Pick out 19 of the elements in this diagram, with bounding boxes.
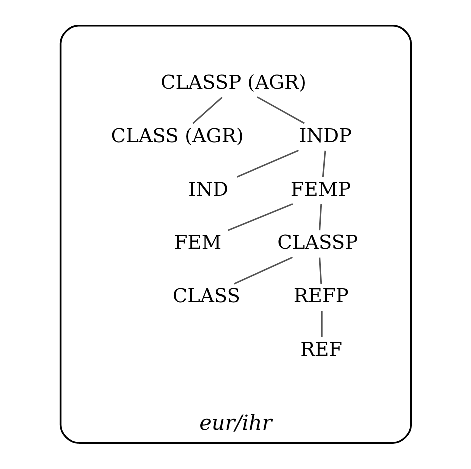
connector [192, 96, 222, 124]
node-text: CLASSP (AGR) [160, 70, 306, 94]
node-text: CLASSP [277, 231, 358, 254]
connector [228, 203, 293, 232]
node-text: REF [300, 338, 342, 362]
node-text: IND [188, 178, 228, 201]
node-text: FEMP [290, 178, 351, 201]
node-text: CLASS [172, 284, 240, 308]
connector [234, 256, 293, 285]
connector [322, 150, 326, 178]
connector [318, 204, 322, 231]
connector [318, 258, 322, 284]
connector [236, 150, 299, 178]
node-text: FEM [174, 231, 222, 254]
node-text: REFP [293, 284, 348, 308]
node-text: CLASS (AGR) [110, 124, 244, 148]
connector [320, 311, 322, 338]
connector [256, 96, 304, 124]
node-text: INDP [298, 124, 352, 148]
